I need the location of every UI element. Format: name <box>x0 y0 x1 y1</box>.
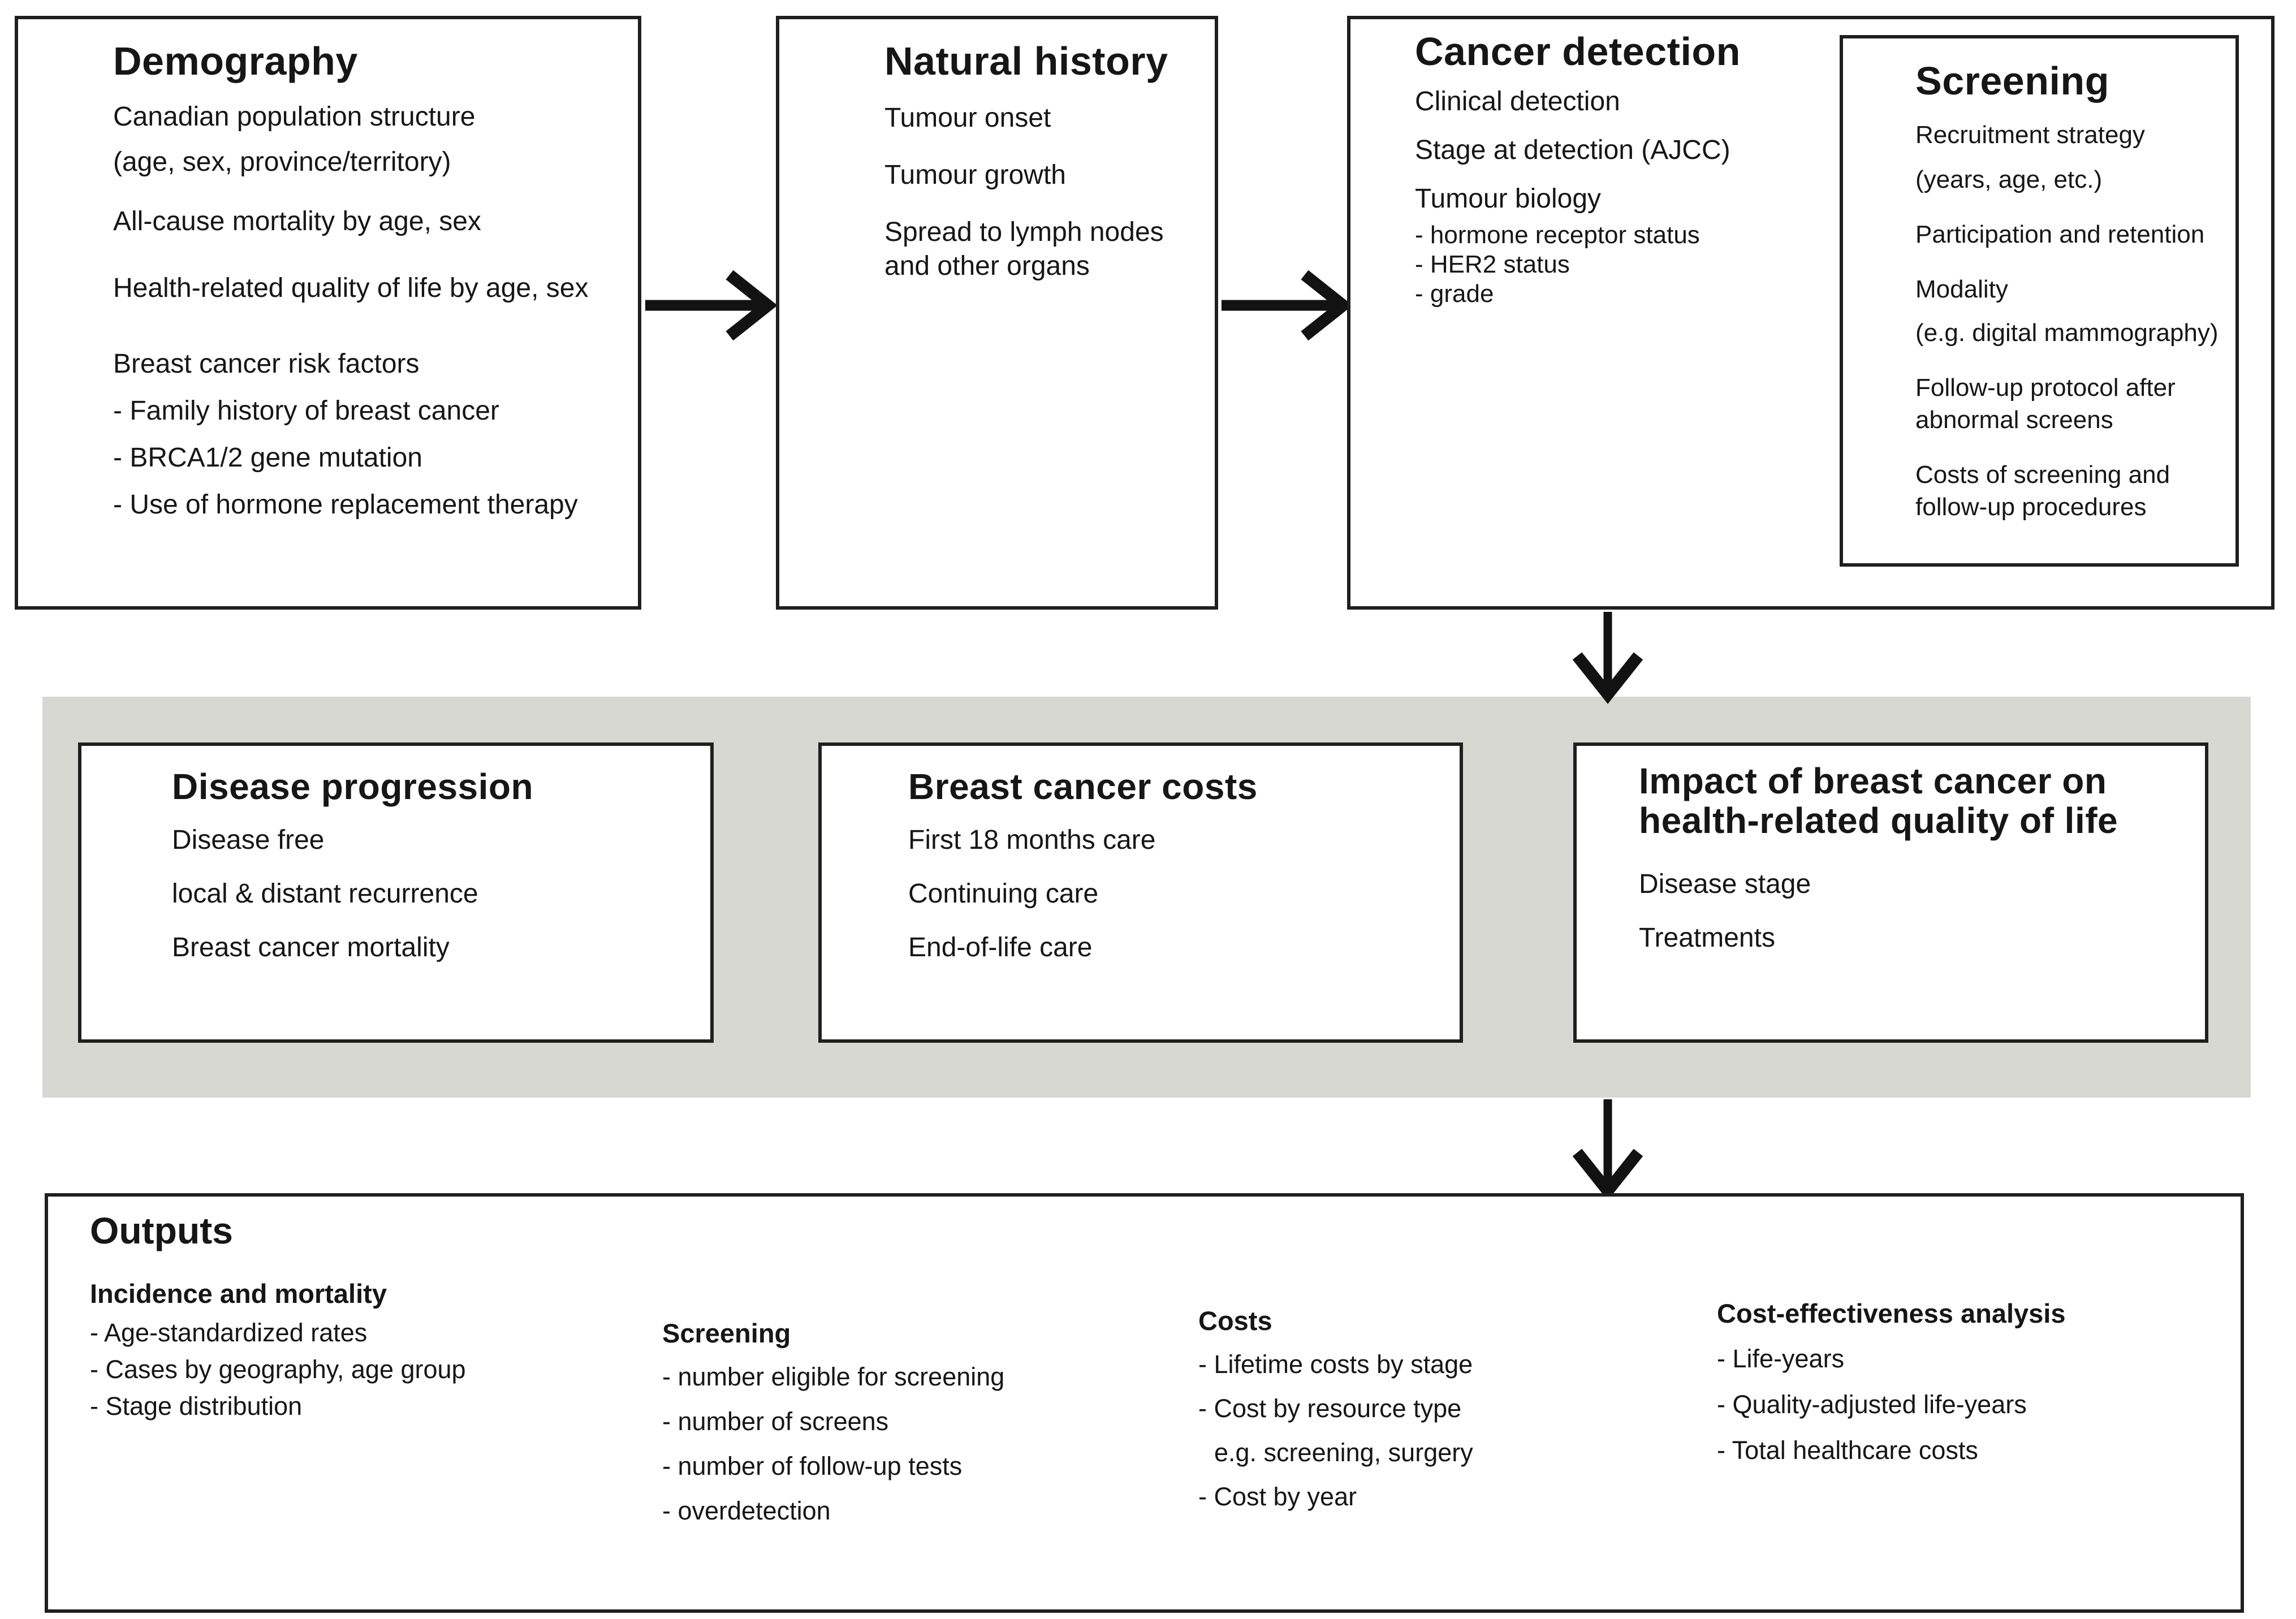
tumour-biology-sub-item: - grade <box>1415 280 1494 308</box>
outputs-item: - number eligible for screening <box>662 1362 1005 1391</box>
demography-item: Health-related quality of life by age, s… <box>113 273 589 303</box>
screening-panel-item: Follow-up protocol after abnormal screen… <box>1915 374 2176 434</box>
outputs-item: - Lifetime costs by stage <box>1198 1350 1473 1379</box>
disease-progression-item: Disease free <box>172 825 325 855</box>
arrow-cancer-detection-to-middle-row <box>1572 612 1643 704</box>
disease-progression-item: local & distant recurrence <box>172 879 478 909</box>
outputs-item: - Quality-adjusted life-years <box>1717 1390 2027 1419</box>
outputs-column-heading: Incidence and mortality <box>90 1279 387 1309</box>
natural-history-item: Tumour onset <box>884 103 1051 133</box>
impact-hrqol-item: Disease stage <box>1639 869 1811 899</box>
breast-cancer-costs-title: Breast cancer costs <box>908 766 1258 807</box>
outputs-item: - Cases by geography, age group <box>90 1355 466 1384</box>
outputs-column-incidence-mortality: Incidence and mortality - Age-standardiz… <box>90 1277 644 1427</box>
impact-hrqol-box: Impact of breast cancer on health-relate… <box>1573 742 2208 1043</box>
demography-item: All-cause mortality by age, sex <box>113 206 481 236</box>
outputs-item-example: e.g. screening, surgery <box>1214 1438 1473 1467</box>
demography-box: Demography Canadian population structure… <box>15 16 641 610</box>
outputs-item: - number of follow-up tests <box>662 1452 963 1480</box>
outputs-item: - Total healthcare costs <box>1717 1436 1978 1465</box>
screening-panel-item: Costs of screening and follow-up procedu… <box>1915 461 2170 521</box>
outputs-item: - Cost by resource type <box>1198 1394 1462 1423</box>
screening-panel-item: Participation and retention <box>1915 221 2205 248</box>
demography-item: Canadian population structure <box>113 102 476 132</box>
demography-risk-factor: - Use of hormone replacement therapy <box>113 490 578 520</box>
demography-item: (age, sex, province/territory) <box>113 147 451 177</box>
cancer-detection-item: Stage at detection (AJCC) <box>1415 135 1730 165</box>
demography-item: Breast cancer risk factors <box>113 349 420 379</box>
screening-panel-item: (e.g. digital mammography) <box>1915 319 2219 347</box>
disease-progression-box: Disease progression Disease free local &… <box>78 742 714 1043</box>
arrow-demography-to-natural-history <box>645 270 778 341</box>
breast-cancer-costs-item: First 18 months care <box>908 825 1156 855</box>
outputs-title: Outputs <box>90 1210 233 1251</box>
arrow-middle-row-to-outputs <box>1572 1099 1643 1201</box>
screening-panel-item: (years, age, etc.) <box>1915 166 2103 193</box>
outputs-column-screening: Screening - number eligible for screenin… <box>662 1317 1188 1539</box>
screening-panel-item: Modality <box>1915 275 2008 303</box>
natural-history-item: Spread to lymph nodes and other organs <box>884 217 1164 281</box>
demography-risk-factor: - BRCA1/2 gene mutation <box>113 443 422 473</box>
breast-cancer-costs-item: Continuing care <box>908 879 1099 909</box>
demography-title: Demography <box>113 39 358 83</box>
arrow-natural-history-to-cancer-detection <box>1222 270 1353 341</box>
cancer-detection-item: Tumour biology <box>1415 184 1602 214</box>
cancer-detection-item: Clinical detection <box>1415 87 1620 116</box>
outputs-column-heading: Costs <box>1198 1306 1272 1336</box>
cancer-detection-content: Clinical detection Stage at detection (A… <box>1415 85 1867 309</box>
cancer-detection-title: Cancer detection <box>1415 29 1741 74</box>
outputs-item: - Stage distribution <box>90 1392 303 1421</box>
breast-cancer-costs-item: End-of-life care <box>908 932 1093 962</box>
outputs-column-heading: Screening <box>662 1318 791 1348</box>
tumour-biology-sub-item: - HER2 status <box>1415 251 1570 278</box>
screening-panel-title: Screening <box>1915 59 2109 103</box>
impact-hrqol-item: Treatments <box>1639 923 1775 953</box>
outputs-column-costs: Costs - Lifetime costs by stage - Cost b… <box>1198 1305 1719 1525</box>
natural-history-title: Natural history <box>884 39 1168 83</box>
outputs-item: - overdetection <box>662 1496 831 1525</box>
outputs-item: - Life-years <box>1717 1344 1845 1373</box>
outputs-item: - number of screens <box>662 1407 889 1436</box>
outputs-item: - Cost by year <box>1198 1482 1357 1511</box>
screening-panel-box: Screening Recruitment strategy (years, a… <box>1840 35 2239 567</box>
natural-history-item: Tumour growth <box>884 160 1066 190</box>
outputs-column-cost-effectiveness: Cost-effectiveness analysis - Life-years… <box>1717 1297 2243 1480</box>
outputs-item: - Age-standardized rates <box>90 1318 368 1347</box>
disease-progression-item: Breast cancer mortality <box>172 932 450 962</box>
screening-panel-item: Recruitment strategy <box>1915 121 2145 149</box>
outputs-column-heading: Cost-effectiveness analysis <box>1717 1298 2066 1328</box>
demography-risk-factor: - Family history of breast cancer <box>113 396 499 426</box>
outputs-box: Outputs Incidence and mortality - Age-st… <box>45 1193 2244 1613</box>
disease-progression-title: Disease progression <box>172 766 534 807</box>
breast-cancer-costs-box: Breast cancer costs First 18 months care… <box>818 742 1463 1043</box>
natural-history-box: Natural history Tumour onset Tumour grow… <box>776 16 1218 610</box>
impact-hrqol-title: Impact of breast cancer on health-relate… <box>1639 761 2118 841</box>
tumour-biology-sub-item: - hormone receptor status <box>1415 221 1700 249</box>
